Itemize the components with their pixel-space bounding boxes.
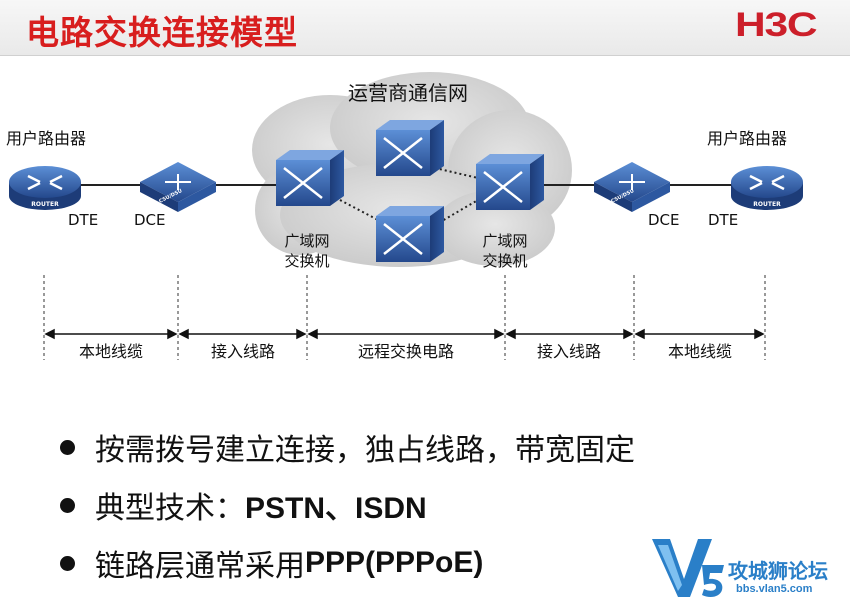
right-dce-label: DCE (648, 211, 680, 229)
cloud-label: 运营商通信网 (348, 81, 468, 105)
bullet-item: 按需拨号建立连接，独占线路，带宽固定 (60, 418, 635, 476)
segment-label-local-cable-left: 本地线缆 (79, 342, 143, 361)
bullet-dot-icon (60, 497, 75, 513)
right-wan-switch-icon (476, 154, 544, 210)
right-csu-dsu-icon: CSU/DSU (594, 162, 670, 212)
top-middle-switch-icon (376, 120, 444, 176)
segment-label-remote-circuit: 远程交换电路 (358, 342, 454, 361)
bullet-dot-icon (60, 555, 75, 571)
bullet-text-strong: PPP(PPPoE) (305, 546, 484, 579)
right-router-label: 用户路由器 (707, 129, 787, 148)
left-dte-label: DTE (68, 211, 98, 229)
bottom-middle-switch-icon (376, 206, 444, 262)
segment-label-access-right: 接入线路 (537, 342, 601, 361)
watermark-url: bbs.vlan5.com (736, 583, 813, 595)
bullet-text: 按需拨号建立连接，独占线路，带宽固定 (95, 433, 635, 468)
right-wan-switch-label-1: 广域网 (482, 232, 527, 250)
left-wan-switch-icon (276, 150, 344, 206)
right-router-icon: ROUTER (731, 166, 803, 210)
segment-label-access-left: 接入线路 (211, 342, 275, 361)
header-bar: 电路交换连接模型 H3C (0, 0, 850, 56)
bullet-dot-icon (60, 439, 75, 455)
h3c-logo: H3C (735, 6, 818, 44)
page-title: 电路交换连接模型 (26, 13, 298, 52)
left-csu-dsu-icon: CSU/DSU (140, 162, 216, 212)
left-router-label: 用户路由器 (6, 129, 86, 148)
right-dte-label: DTE (708, 211, 738, 229)
left-wan-switch-label-1: 广域网 (284, 232, 329, 250)
bullet-item: 链路层通常采用 PPP(PPPoE) (60, 534, 635, 592)
bullet-text-strong: PSTN、ISDN (245, 492, 427, 525)
left-dce-label: DCE (134, 211, 166, 229)
right-wan-switch-label-2: 交换机 (482, 252, 527, 270)
watermark: 攻城狮论坛 bbs.vlan5.com (648, 535, 848, 601)
left-router-icon: ROUTER (9, 166, 81, 210)
remote-circuit-dotted (339, 167, 479, 226)
left-router-badge: ROUTER (31, 201, 59, 208)
right-router-badge: ROUTER (753, 201, 781, 208)
bullet-list: 按需拨号建立连接，独占线路，带宽固定 典型技术： PSTN、ISDN 链路层通常… (60, 418, 635, 592)
v5-logo-icon (652, 539, 724, 598)
segment-arrows (44, 328, 765, 340)
bullet-text-prefix: 链路层通常采用 (95, 549, 305, 584)
left-wan-switch-label-2: 交换机 (284, 252, 329, 270)
bullet-item: 典型技术： PSTN、ISDN (60, 476, 635, 534)
bullet-text-prefix: 典型技术： (95, 491, 245, 526)
segment-boundaries (43, 275, 766, 360)
segment-label-local-cable-right: 本地线缆 (668, 342, 732, 361)
watermark-text: 攻城狮论坛 (728, 559, 828, 583)
